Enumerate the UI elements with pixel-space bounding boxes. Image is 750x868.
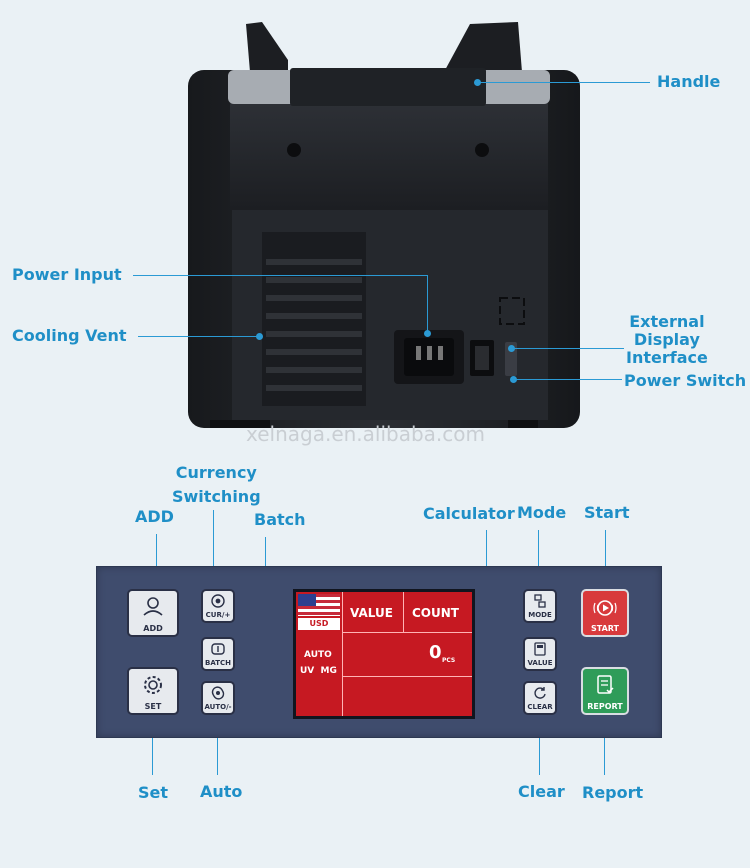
mode-uv-mg: UV MG bbox=[300, 666, 337, 676]
label-batch: Batch bbox=[254, 510, 306, 529]
label-calculator: Calculator bbox=[423, 504, 515, 523]
start-button[interactable]: START bbox=[581, 589, 629, 637]
auto-button[interactable]: AUTO/- bbox=[201, 681, 235, 715]
control-panel: ADD CUR/+ BATCH SET AUTO/- USD VALUE COU… bbox=[96, 566, 662, 738]
label-report: Report bbox=[582, 783, 644, 802]
clear-button[interactable]: CLEAR bbox=[523, 681, 557, 715]
mode-button[interactable]: MODE bbox=[523, 589, 557, 623]
label-start: Start bbox=[584, 503, 630, 522]
label-power-input: Power Input bbox=[12, 265, 122, 284]
label-external-display-interface: External Display Interface bbox=[626, 312, 708, 367]
label-set: Set bbox=[138, 783, 169, 802]
calculator-icon bbox=[534, 642, 546, 656]
currency-switch-button[interactable]: CUR/+ bbox=[201, 589, 235, 623]
label-handle: Handle bbox=[657, 72, 721, 91]
report-button[interactable]: REPORT bbox=[581, 667, 629, 715]
report-icon bbox=[597, 675, 614, 694]
gear-icon bbox=[144, 676, 162, 694]
batch-icon bbox=[211, 643, 225, 655]
currency-icon bbox=[211, 594, 225, 608]
batch-button[interactable]: BATCH bbox=[201, 637, 235, 671]
refresh-icon bbox=[534, 687, 546, 699]
play-icon bbox=[593, 600, 617, 616]
label-mode: Mode bbox=[517, 503, 567, 522]
set-button[interactable]: SET bbox=[127, 667, 179, 715]
currency-indicator: USD bbox=[298, 618, 340, 630]
mode-auto: AUTO bbox=[304, 650, 332, 660]
mode-icon bbox=[534, 594, 546, 608]
value-button[interactable]: VALUE bbox=[523, 637, 557, 671]
label-cooling-vent: Cooling Vent bbox=[12, 326, 127, 345]
flag-icon bbox=[298, 594, 340, 616]
count-value: 0 bbox=[429, 642, 442, 663]
label-add: ADD bbox=[135, 507, 174, 526]
money-counter-back-view bbox=[188, 22, 580, 428]
add-button[interactable]: ADD bbox=[127, 589, 179, 637]
label-power-switch: Power Switch bbox=[624, 371, 747, 390]
label-currency-switching: Currency Switching bbox=[172, 463, 261, 506]
column-count: COUNT bbox=[412, 606, 459, 620]
add-icon bbox=[143, 597, 163, 616]
auto-icon bbox=[211, 686, 225, 700]
label-auto: Auto bbox=[200, 782, 243, 801]
count-unit: PCS bbox=[442, 657, 456, 664]
label-clear: Clear bbox=[518, 782, 565, 801]
watermark: xelnaga.en.alibaba.com bbox=[246, 422, 486, 446]
lcd-display: USD VALUE COUNT AUTO UV MG 0 PCS bbox=[293, 589, 475, 719]
column-value: VALUE bbox=[350, 606, 393, 620]
